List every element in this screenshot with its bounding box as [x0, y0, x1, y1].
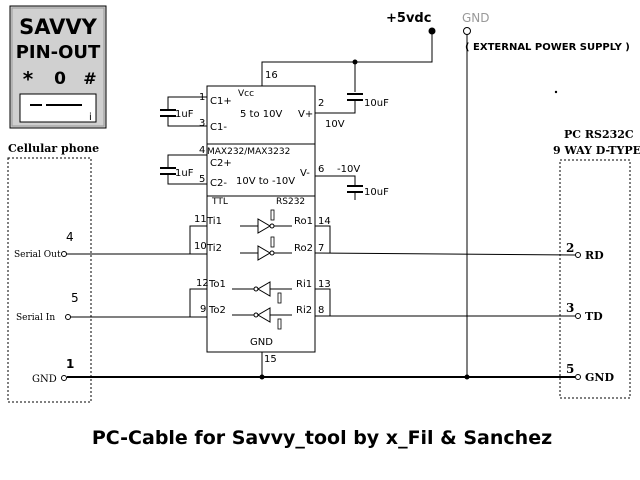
c2p-label: C2+ [210, 158, 232, 169]
pin6: 6 [318, 164, 324, 175]
pc-title-1: PC RS232C [564, 128, 634, 141]
phone-gnd-terminal [61, 375, 67, 381]
ri2-label: Ri2 [296, 305, 312, 316]
pc-rd-label: RD [585, 249, 604, 262]
pin5: 5 [199, 174, 205, 185]
caption: PC-Cable for Savvy_tool by x_Fil & Sanch… [92, 427, 552, 449]
phone-box [7, 157, 92, 403]
wire-ro1 [315, 225, 331, 253]
pin13: 13 [318, 279, 331, 290]
pc-pin2: 2 [566, 241, 574, 255]
pc-rd-terminal [575, 252, 581, 258]
phone-pin5: 5 [71, 291, 79, 305]
phone-pin1: 1 [66, 357, 74, 371]
pin2: 2 [318, 98, 324, 109]
phone-serial-out-terminal [61, 251, 67, 257]
pin10: 10 [194, 241, 207, 252]
chip-gnd-label: GND [250, 337, 273, 348]
ri1-label: Ri1 [296, 279, 312, 290]
connector-slot [19, 93, 97, 123]
wire-ri1 [315, 288, 331, 316]
pin7: 7 [318, 243, 324, 254]
pc-gnd-label: GND [585, 371, 614, 384]
to1-label: To1 [208, 279, 226, 290]
c1m-label: C1- [210, 122, 227, 133]
buffer-t2 [240, 236, 292, 261]
chip-name: MAX232/MAX3232 [207, 147, 290, 157]
capacitor-c4: 10uF -10V [315, 164, 389, 200]
vcc-rail [261, 31, 433, 86]
vcc-junction [352, 59, 358, 65]
pc-title-2: 9 WAY D-TYPE [553, 144, 640, 157]
pin11: 11 [194, 214, 207, 225]
external-supply-label: ( EXTERNAL POWER SUPPLY ) [465, 42, 630, 53]
pc-td-terminal [575, 313, 581, 319]
pinout-title: PIN-OUT [16, 42, 101, 63]
range1-label: 5 to 10V [240, 109, 282, 120]
stray-dot [554, 90, 558, 94]
capacitor-c1: 1uF [160, 96, 207, 127]
pin16-label: 16 [265, 70, 278, 81]
ro1-label: Ro1 [294, 216, 313, 227]
c1-label: 1uF [175, 109, 194, 120]
rs232-label: RS232 [276, 197, 305, 207]
pc-pin5: 5 [566, 362, 574, 376]
ro2-label: Ro2 [294, 243, 313, 254]
wire-rd [314, 252, 576, 256]
max232-chip [206, 85, 316, 353]
pin8: 8 [318, 305, 324, 316]
buffer-r2 [232, 307, 292, 330]
c2m-label: C2- [210, 178, 227, 189]
pin15: 15 [264, 354, 277, 365]
wire-to1 [189, 288, 207, 317]
to2-label: To2 [208, 305, 226, 316]
vcc-label: +5vdc [386, 11, 431, 26]
connector-sub: i [89, 112, 92, 123]
vcc-pin-label: Vcc [238, 89, 254, 99]
pc-gnd-terminal [575, 374, 581, 380]
phone-title: Cellular phone [8, 142, 99, 155]
vplus-label: V+ [298, 109, 313, 120]
buffer-t1 [240, 209, 292, 234]
ti1-label: Ti1 [206, 216, 222, 227]
ti2-label: Ti2 [206, 243, 222, 254]
capacitor-c3: 10uF 10V [315, 93, 389, 130]
c3-label: 10uF [364, 98, 389, 109]
hash-key: # [83, 69, 96, 88]
pc-pin3: 3 [566, 301, 574, 315]
vminus-label: V- [300, 168, 310, 179]
phone-pin4: 4 [66, 230, 74, 244]
pin4: 4 [199, 145, 205, 156]
v10-label: 10V [325, 119, 345, 130]
pin3: 3 [199, 118, 205, 129]
capacitor-c2: 1uF [160, 154, 207, 185]
pc-box [559, 159, 631, 399]
vneg10-label: -10V [337, 164, 360, 175]
zero-key: 0 [54, 69, 66, 89]
range2-label: 10V to -10V [236, 176, 295, 187]
pin12: 12 [196, 278, 209, 289]
pin14: 14 [318, 216, 331, 227]
ttl-label: TTL [211, 197, 228, 207]
buffer-r1 [232, 281, 292, 304]
phone-serial-in-terminal [65, 314, 71, 320]
star-key: * [23, 67, 34, 91]
savvy-title: SAVVY [19, 15, 97, 39]
serial-in-label: Serial In [16, 313, 55, 323]
c4-label: 10uF [364, 187, 389, 198]
phone-gnd-label: GND [32, 374, 57, 385]
c1p-label: C1+ [210, 96, 232, 107]
pc-td-label: TD [585, 310, 603, 323]
pin9: 9 [200, 304, 206, 315]
wire-serial-out [66, 225, 207, 255]
gnd-top-label: GND [462, 11, 490, 25]
c2-label: 1uF [175, 168, 194, 179]
serial-out-label: Serial Out [14, 250, 61, 260]
gnd-terminal [463, 27, 471, 35]
savvy-pinout-box: SAVVY PIN-OUT * 0 # -- i [9, 5, 107, 129]
gnd-junction-chip [259, 374, 265, 380]
gnd-junction-rail [464, 374, 470, 380]
